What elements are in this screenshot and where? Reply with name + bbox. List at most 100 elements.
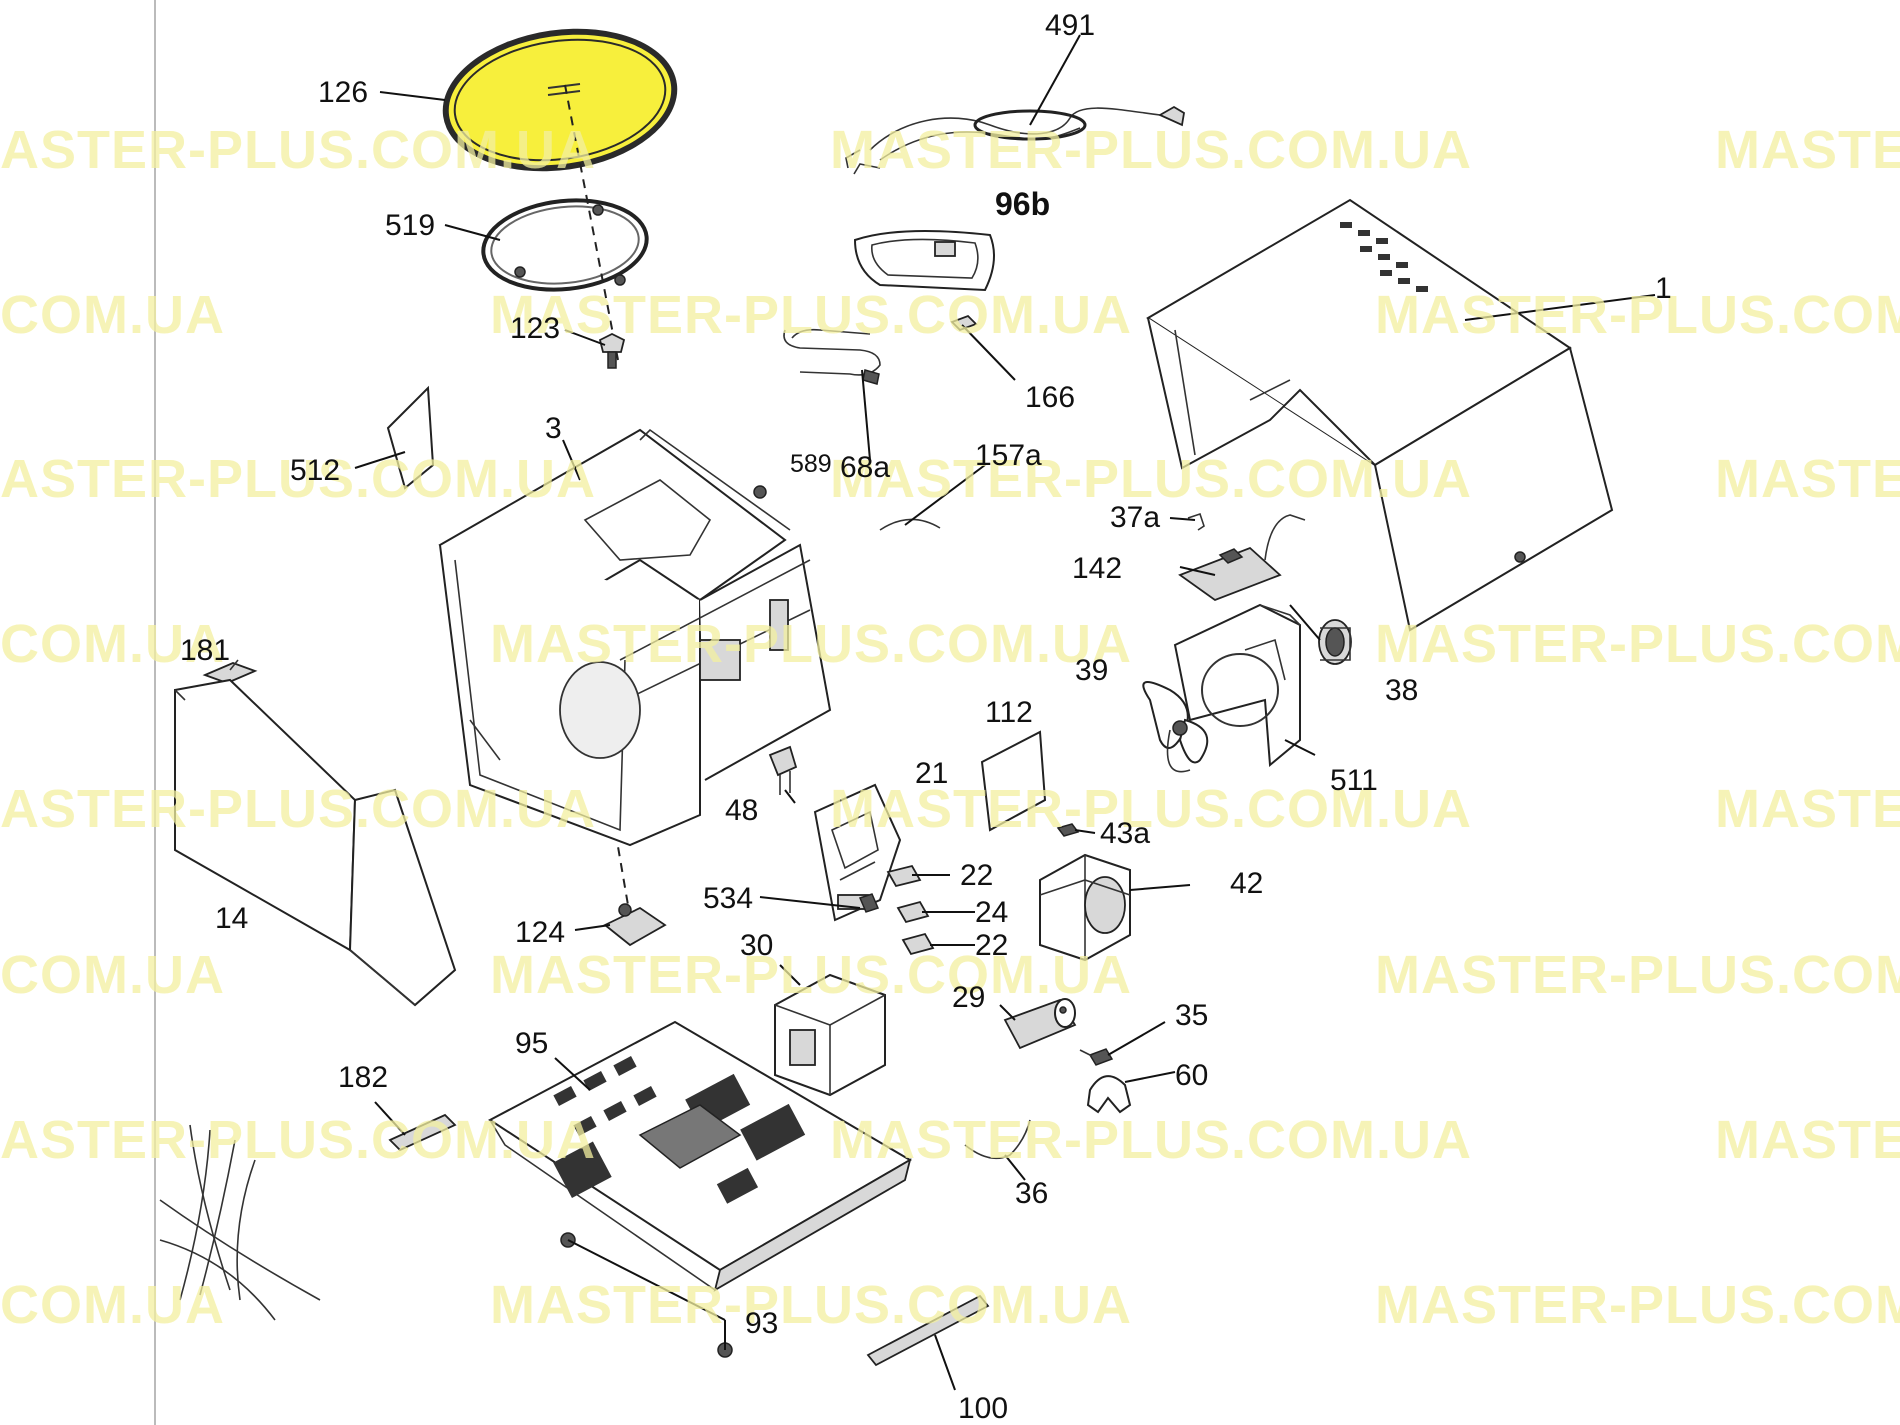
part-30-transformer[interactable] [774,973,886,1097]
part-42-magnetron[interactable] [1039,853,1131,962]
part-22-switch-lower[interactable] [901,932,935,956]
leader-lines [354,34,1656,1391]
label-96b: 96b [995,186,1050,222]
label-124: 124 [515,916,565,949]
label-14: 14 [215,902,248,935]
part-491-wiring-harness[interactable] [845,105,1185,175]
label-60: 60 [1175,1059,1208,1092]
part-142-control-board[interactable] [1178,514,1306,602]
label-43a: 43a [1100,817,1150,850]
label-29: 29 [952,981,985,1014]
part-589-screw[interactable] [753,485,767,499]
part-14-door[interactable] [174,678,457,1007]
label-512: 512 [290,454,340,487]
part-3-cavity[interactable] [438,428,832,847]
label-511: 511 [1330,764,1378,797]
label-123: 123 [510,312,560,345]
label-112: 112 [985,696,1033,729]
part-1-outer-cabinet[interactable] [1146,198,1614,632]
label-24: 24 [975,896,1008,929]
part-36-wire-clip[interactable] [964,1119,1031,1160]
label-491: 491 [1045,9,1095,42]
svg-text:ASTER-PLUS.COM.UA: ASTER-PLUS.COM.UA [0,120,596,180]
svg-text:MASTER-PLUS.COM: MASTER-PLUS.COM [1375,285,1900,345]
svg-text:MASTER-PLUS.COM.UA: MASTER-PLUS.COM.UA [830,1110,1472,1170]
label-589: 589 [790,450,832,478]
label-39: 39 [1075,654,1108,687]
part-95-base-plate[interactable] [488,1020,912,1292]
svg-text:MASTER-PLUS.COM.UA: MASTER-PLUS.COM.UA [830,449,1472,509]
label-48: 48 [725,794,758,827]
part-166-clip[interactable] [950,314,978,332]
svg-text:COM.UA: COM.UA [0,285,225,345]
part-39-fan-blade[interactable] [1142,681,1209,773]
part-43a-screw[interactable] [1056,823,1080,837]
part-37a-sensor[interactable] [1187,512,1205,531]
label-21: 21 [915,757,948,790]
svg-text:COM.UA: COM.UA [0,945,225,1005]
label-93: 93 [745,1307,778,1340]
part-512-mica-cover[interactable] [386,385,435,490]
svg-text:MASTER-PLUS.COM.UA: MASTER-PLUS.COM.UA [830,120,1472,180]
part-96b-waveguide-cover[interactable] [853,230,995,292]
power-wires[interactable] [159,1124,321,1321]
label-38: 38 [1385,674,1418,707]
label-22-lower: 22 [975,929,1008,962]
part-112-mica-plate[interactable] [980,730,1047,832]
part-68a-grill-heater[interactable] [783,328,881,385]
label-36: 36 [1015,1177,1048,1210]
label-1: 1 [1655,272,1672,305]
label-142: 142 [1072,552,1122,585]
part-29-capacitor[interactable] [1003,998,1077,1050]
part-22-switch-upper[interactable] [886,864,922,888]
part-511-fan-duct[interactable] [1173,603,1301,768]
watermarks: ASTER-PLUS.COM.UA MASTER-PLUS.COM.UA MAS… [0,120,1900,1335]
part-labels: 126 491 519 96b 1 123 166 512 3 589 68a … [180,9,1672,1425]
svg-text:MASTER-PLUS.COM: MASTER-PLUS.COM [1375,614,1900,674]
svg-text:MASTE: MASTE [1715,1110,1900,1170]
label-181: 181 [180,634,230,667]
label-95: 95 [515,1027,548,1060]
label-534: 534 [703,882,753,915]
part-126-glass-tray[interactable] [433,14,686,185]
part-100-rail[interactable] [866,1294,990,1367]
label-37a: 37a [1110,501,1160,534]
part-35-diode[interactable] [1079,1048,1114,1066]
part-48-thermal-fuse[interactable] [768,745,798,795]
part-182-bracket[interactable] [388,1113,457,1152]
part-60-bracket[interactable] [1086,1075,1132,1114]
svg-text:MASTER-PLUS.COM.UA: MASTER-PLUS.COM.UA [830,779,1472,839]
part-24-switch[interactable] [896,900,930,924]
svg-text:ASTER-PLUS.COM.UA: ASTER-PLUS.COM.UA [0,779,596,839]
label-42: 42 [1230,867,1263,900]
svg-text:MASTER-PLUS.COM.UA: MASTER-PLUS.COM.UA [490,945,1132,1005]
part-534-latch[interactable] [858,893,880,913]
label-166: 166 [1025,381,1075,414]
svg-text:MASTE: MASTE [1715,779,1900,839]
label-35: 35 [1175,999,1208,1032]
svg-text:COM.UA: COM.UA [0,614,225,674]
svg-text:ASTER-PLUS.COM.UA: ASTER-PLUS.COM.UA [0,449,596,509]
label-68a: 68a [840,451,890,484]
svg-text:MASTE: MASTE [1715,449,1900,509]
part-519-roller-ring[interactable] [479,193,651,298]
label-22-upper: 22 [960,859,993,892]
svg-text:MASTER-PLUS.COM: MASTER-PLUS.COM [1375,1275,1900,1335]
label-182: 182 [338,1061,388,1094]
svg-text:MASTER-PLUS.COM.UA: MASTER-PLUS.COM.UA [490,285,1132,345]
label-30: 30 [740,929,773,962]
label-519: 519 [385,209,435,242]
part-38-fan-motor[interactable] [1318,619,1352,665]
svg-text:MASTER-PLUS.COM.UA: MASTER-PLUS.COM.UA [490,1275,1132,1335]
label-3: 3 [545,412,562,445]
svg-text:COM.UA: COM.UA [0,1275,225,1335]
part-181-switch[interactable] [202,659,258,684]
part-157a-wire[interactable] [879,518,941,531]
part-124-turntable-motor[interactable] [603,903,667,947]
part-123-coupler[interactable] [598,332,626,369]
svg-text:MASTER-PLUS.COM: MASTER-PLUS.COM [1375,945,1900,1005]
svg-text:ASTER-PLUS.COM.UA: ASTER-PLUS.COM.UA [0,1110,596,1170]
label-157a: 157a [975,439,1042,472]
